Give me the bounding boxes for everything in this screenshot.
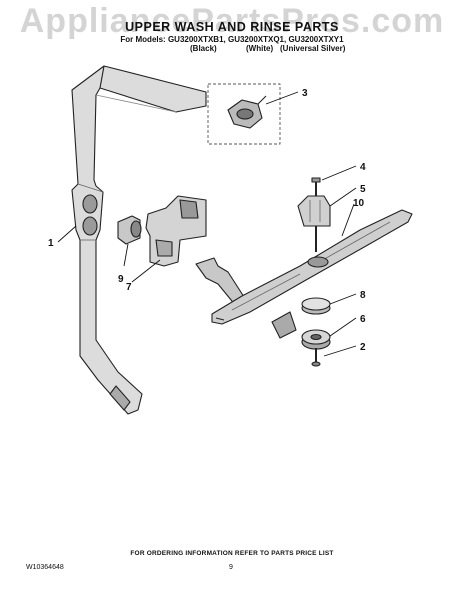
model-list: For Models: GU3200XTXB1, GU3200XTXQ1, GU… [120,35,344,44]
callout-8: 8 [360,290,366,301]
callout-10: 10 [353,198,365,209]
retainer-bracket-part [145,195,207,267]
callout-1: 1 [48,238,54,249]
color-label-white: (White) [246,44,274,53]
callout-4: 4 [360,162,366,173]
color-label-silver: (Universal Silver) [280,44,346,53]
bottom-screw-part [311,348,321,367]
document-number: W10364648 [26,564,64,571]
page-title: UPPER WASH AND RINSE PARTS [125,20,339,34]
bearing-part [117,215,142,245]
clip-part [297,195,331,227]
leader-lines [57,91,357,357]
callout-2: 2 [360,342,366,353]
callout-9: 9 [118,274,124,285]
callout-5: 5 [360,184,366,195]
watermark-logo: AppliancePartsPros.com [19,2,445,40]
callout-3: 3 [302,88,308,99]
callout-numbers: 1 2 3 4 5 6 7 8 9 10 [48,88,366,353]
nut-part [301,329,331,350]
color-label-black: (Black) [190,44,217,53]
spray-arm-part [211,209,413,325]
seal-ring-part [301,297,331,315]
page-number: 9 [229,564,233,571]
callout-6: 6 [360,314,366,325]
supply-tube-part [71,65,207,415]
callout-7: 7 [126,282,132,293]
inset-box [207,83,281,145]
ordering-note: FOR ORDERING INFORMATION REFER TO PARTS … [130,550,334,557]
